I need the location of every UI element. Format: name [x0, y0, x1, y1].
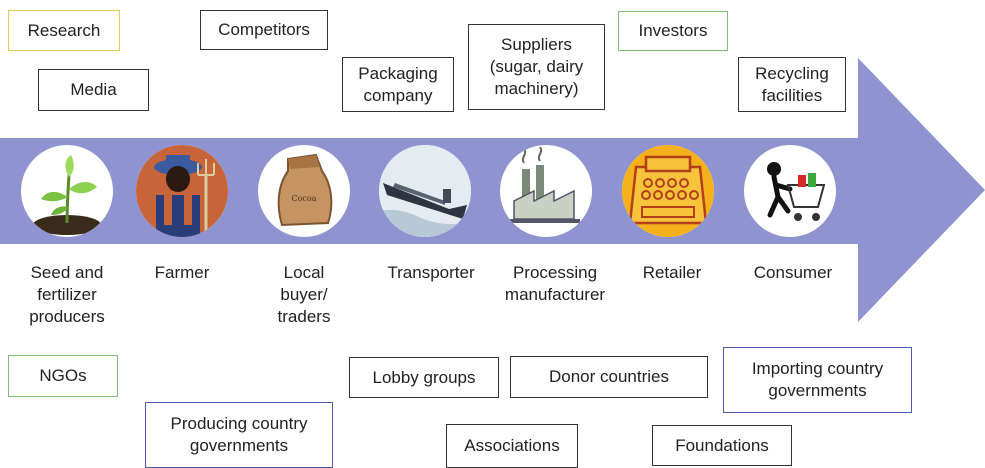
farmer-icon	[136, 145, 228, 237]
stakeholder-importing-country-governments: Importing country governments	[723, 347, 912, 413]
stakeholder-investors: Investors	[618, 11, 728, 51]
stage-label-farmer: Farmer	[154, 263, 210, 282]
seedling-icon	[21, 145, 113, 237]
cocoa-sack-icon: Cocoa	[258, 145, 350, 237]
stakeholder-donor-countries: Donor countries	[510, 356, 708, 398]
stage-label-processing-manufacturer: Processing manufacturer	[504, 263, 606, 304]
stage-label-local-buyer-traders: Local buyer/ traders	[277, 263, 331, 326]
stakeholder-recycling-facilities: Recycling facilities	[738, 57, 846, 112]
stakeholder-foundations: Foundations	[652, 425, 792, 466]
factory-icon	[500, 145, 592, 237]
stakeholder-producing-country-governments: Producing country governments	[145, 402, 333, 468]
stage-label-seed-fertilizer-producers: Seed and fertilizer producers	[29, 263, 105, 326]
stage-label-retailer: Retailer	[642, 263, 702, 282]
stage-label-transporter: Transporter	[387, 263, 475, 282]
stakeholder-competitors: Competitors	[200, 10, 328, 50]
cash-register-icon	[622, 145, 714, 237]
stakeholder-packaging-company: Packaging company	[342, 57, 454, 112]
stage-label-consumer: Consumer	[753, 263, 833, 282]
cargo-ship-icon	[379, 145, 471, 237]
svg-text:Cocoa: Cocoa	[291, 194, 316, 203]
stakeholder-media: Media	[38, 69, 149, 111]
shopping-cart-icon	[744, 145, 836, 237]
stakeholder-research: Research	[8, 10, 120, 51]
stakeholder-ngos: NGOs	[8, 355, 118, 397]
stakeholder-suppliers: Suppliers (sugar, dairy machinery)	[468, 24, 605, 110]
arrow-shape	[0, 58, 985, 322]
stakeholder-lobby-groups: Lobby groups	[349, 357, 499, 398]
stakeholder-associations: Associations	[446, 424, 578, 468]
